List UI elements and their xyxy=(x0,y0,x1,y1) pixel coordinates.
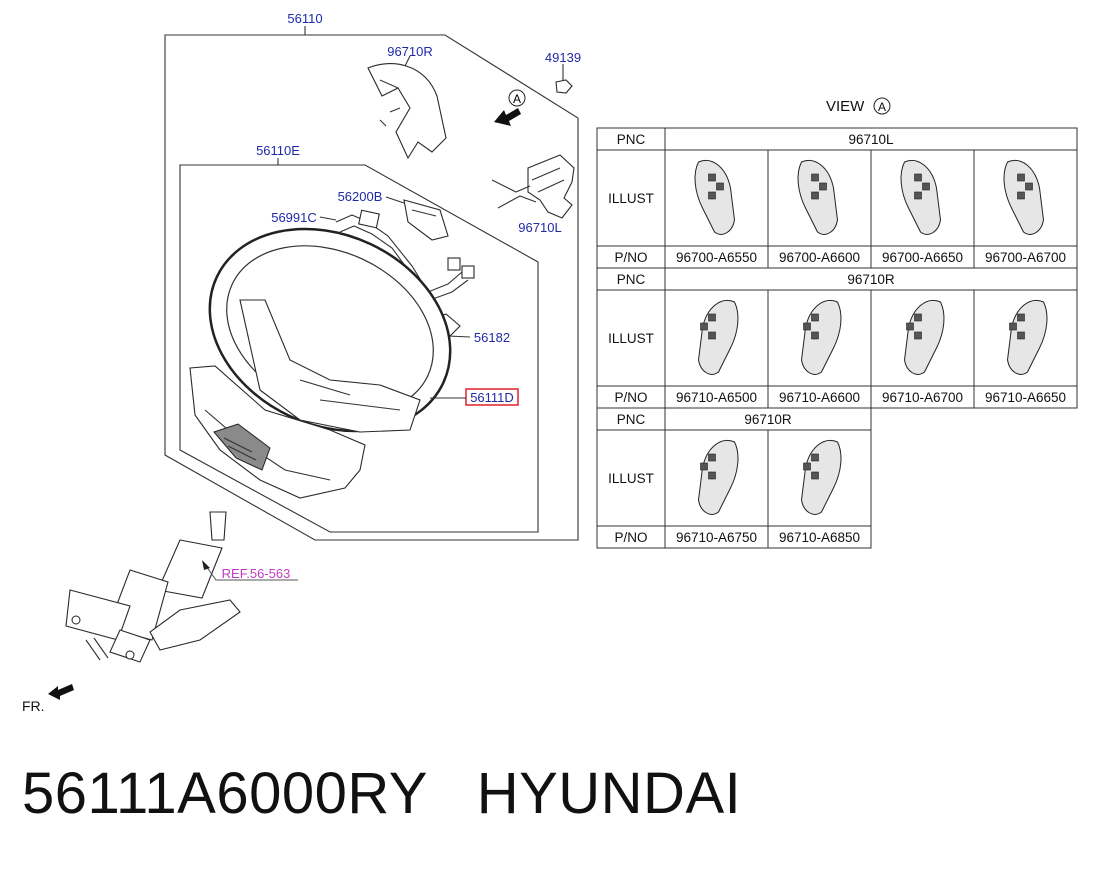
part-number: 96710-A6850 xyxy=(779,530,860,545)
assembly-frame-outline xyxy=(164,34,579,541)
pno-cell xyxy=(973,385,1078,409)
illust-label: ILLUST xyxy=(608,191,654,206)
pnc-label: PNC xyxy=(617,412,646,427)
callout-56110E: 56110E xyxy=(256,143,300,158)
pnc-label: PNC xyxy=(617,132,646,147)
part-number: 96700-A6550 xyxy=(676,250,757,265)
pnc-value: 96710L xyxy=(848,132,894,147)
part-number: 96710-A6600 xyxy=(779,390,860,405)
steering-wheel-drawing xyxy=(189,227,452,499)
pnc-value: 96710R xyxy=(847,272,895,287)
switch-illustration-button xyxy=(708,313,716,322)
callout-96710L: 96710L xyxy=(518,220,561,235)
caption-brand: HYUNDAI xyxy=(476,761,742,826)
callout-56991C: 56991C xyxy=(271,210,317,225)
callout-96710R: 96710R xyxy=(387,44,433,59)
switch-illustration-button xyxy=(819,182,827,191)
illust-label: ILLUST xyxy=(608,471,654,486)
callout-56182: 56182 xyxy=(474,330,510,345)
callout-49139: 49139 xyxy=(545,50,581,65)
caption: 56111A6000RY HYUNDAI xyxy=(22,760,741,827)
switch-illustration-button xyxy=(708,331,716,340)
parts-diagram: 56110 56110E 96710R 49139 A 96710L 56200… xyxy=(22,11,1078,714)
switch-illustration-button xyxy=(811,173,819,182)
pno-label: P/NO xyxy=(614,530,647,545)
callout-56200B: 56200B xyxy=(338,189,383,204)
illust-label-cell xyxy=(596,289,666,387)
switch-left-drawing xyxy=(491,154,575,219)
illust-label: ILLUST xyxy=(608,331,654,346)
switch-illustration-button xyxy=(811,331,819,340)
view-title: VIEW xyxy=(826,98,865,115)
part-number: 96700-A6700 xyxy=(985,250,1066,265)
pnc-value: 96710R xyxy=(744,412,792,427)
pno-label: P/NO xyxy=(614,390,647,405)
part-number: 96700-A6650 xyxy=(882,250,963,265)
inner-frame-outline xyxy=(179,164,539,533)
switch-illustration-button xyxy=(914,173,922,182)
switch-illustration-button xyxy=(708,471,716,480)
highlight-box-56111D xyxy=(465,388,519,406)
part-number: 96700-A6600 xyxy=(779,250,860,265)
switch-illustration-button xyxy=(708,173,716,182)
switch-illustration-button xyxy=(914,313,922,322)
pno-cell xyxy=(767,525,872,549)
front-direction-arrow xyxy=(48,684,74,700)
switch-illustration-button xyxy=(708,453,716,462)
callout-56110: 56110 xyxy=(287,11,322,26)
switch-illustration-button xyxy=(700,462,708,471)
switch-illustration-button xyxy=(811,453,819,462)
switch-illustration-button xyxy=(1017,331,1025,340)
switch-illustration-button xyxy=(811,471,819,480)
switch-illustration-button xyxy=(1017,313,1025,322)
switch-illustration-button xyxy=(922,182,930,191)
view-title-letter: A xyxy=(878,100,886,114)
switch-illustration-button xyxy=(811,191,819,200)
module-drawing xyxy=(385,196,449,241)
switch-illustration-button xyxy=(1009,322,1017,331)
switch-illustration-button xyxy=(914,191,922,200)
switch-illustration-button xyxy=(716,182,724,191)
callout-56111D: 56111D xyxy=(470,390,514,405)
switch-illustration-button xyxy=(1025,182,1033,191)
pno-label: P/NO xyxy=(614,250,647,265)
switch-illustration-button xyxy=(803,462,811,471)
part-number: 96710-A6500 xyxy=(676,390,757,405)
view-a-arrow: A xyxy=(494,89,526,126)
pnc-label: PNC xyxy=(617,272,646,287)
nut-drawing xyxy=(555,64,573,94)
switch-illustration-button xyxy=(1017,191,1025,200)
view-a-marker-letter: A xyxy=(513,92,521,106)
switch-illustration-button xyxy=(914,331,922,340)
switch-illustration-button xyxy=(708,191,716,200)
steering-column-drawing xyxy=(65,511,241,663)
part-number: 96710-A6700 xyxy=(882,390,963,405)
caption-part-number: 56111A6000RY xyxy=(22,761,427,826)
paddle-switch-right-drawing xyxy=(367,55,447,160)
switch-illustration-button xyxy=(700,322,708,331)
front-label: FR. xyxy=(22,698,45,714)
switch-illustration-button xyxy=(803,322,811,331)
switch-illustration-button xyxy=(1017,173,1025,182)
parts-table: PNC 96710L ILLUST P/NO 96700-A6550 96700-A660… xyxy=(596,127,1078,549)
switch-illustration-button xyxy=(906,322,914,331)
illust-label-cell xyxy=(596,149,666,247)
switch-illustration-button xyxy=(811,313,819,322)
part-number: 96710-A6650 xyxy=(985,390,1066,405)
ref-56-563: REF.56-563 xyxy=(222,566,291,581)
part-number: 96710-A6750 xyxy=(676,530,757,545)
